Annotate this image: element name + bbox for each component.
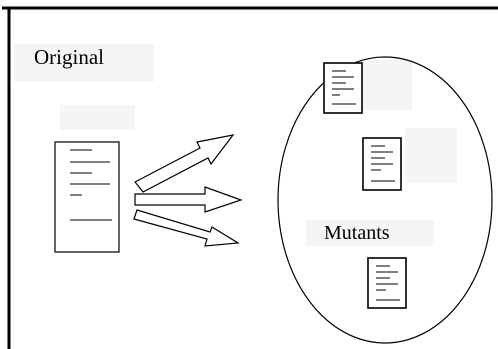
mutants-ellipse — [277, 56, 493, 344]
arrow-icon — [133, 209, 240, 247]
mutants-label-box — [306, 220, 434, 246]
original-label-box — [14, 44, 154, 82]
mutant-document-icon — [362, 137, 402, 191]
arrow-icon — [134, 186, 243, 213]
faint-box — [60, 105, 135, 130]
original-document-icon — [54, 141, 120, 253]
faint-box — [360, 60, 412, 110]
mutants-label: Mutants — [324, 222, 390, 244]
mutant-document-icon — [367, 257, 407, 309]
arrow-icon — [134, 134, 235, 193]
outer-frame — [2, 6, 498, 349]
mutant-document-icon — [323, 62, 363, 114]
faint-box — [405, 128, 457, 183]
original-label: Original — [34, 45, 104, 69]
